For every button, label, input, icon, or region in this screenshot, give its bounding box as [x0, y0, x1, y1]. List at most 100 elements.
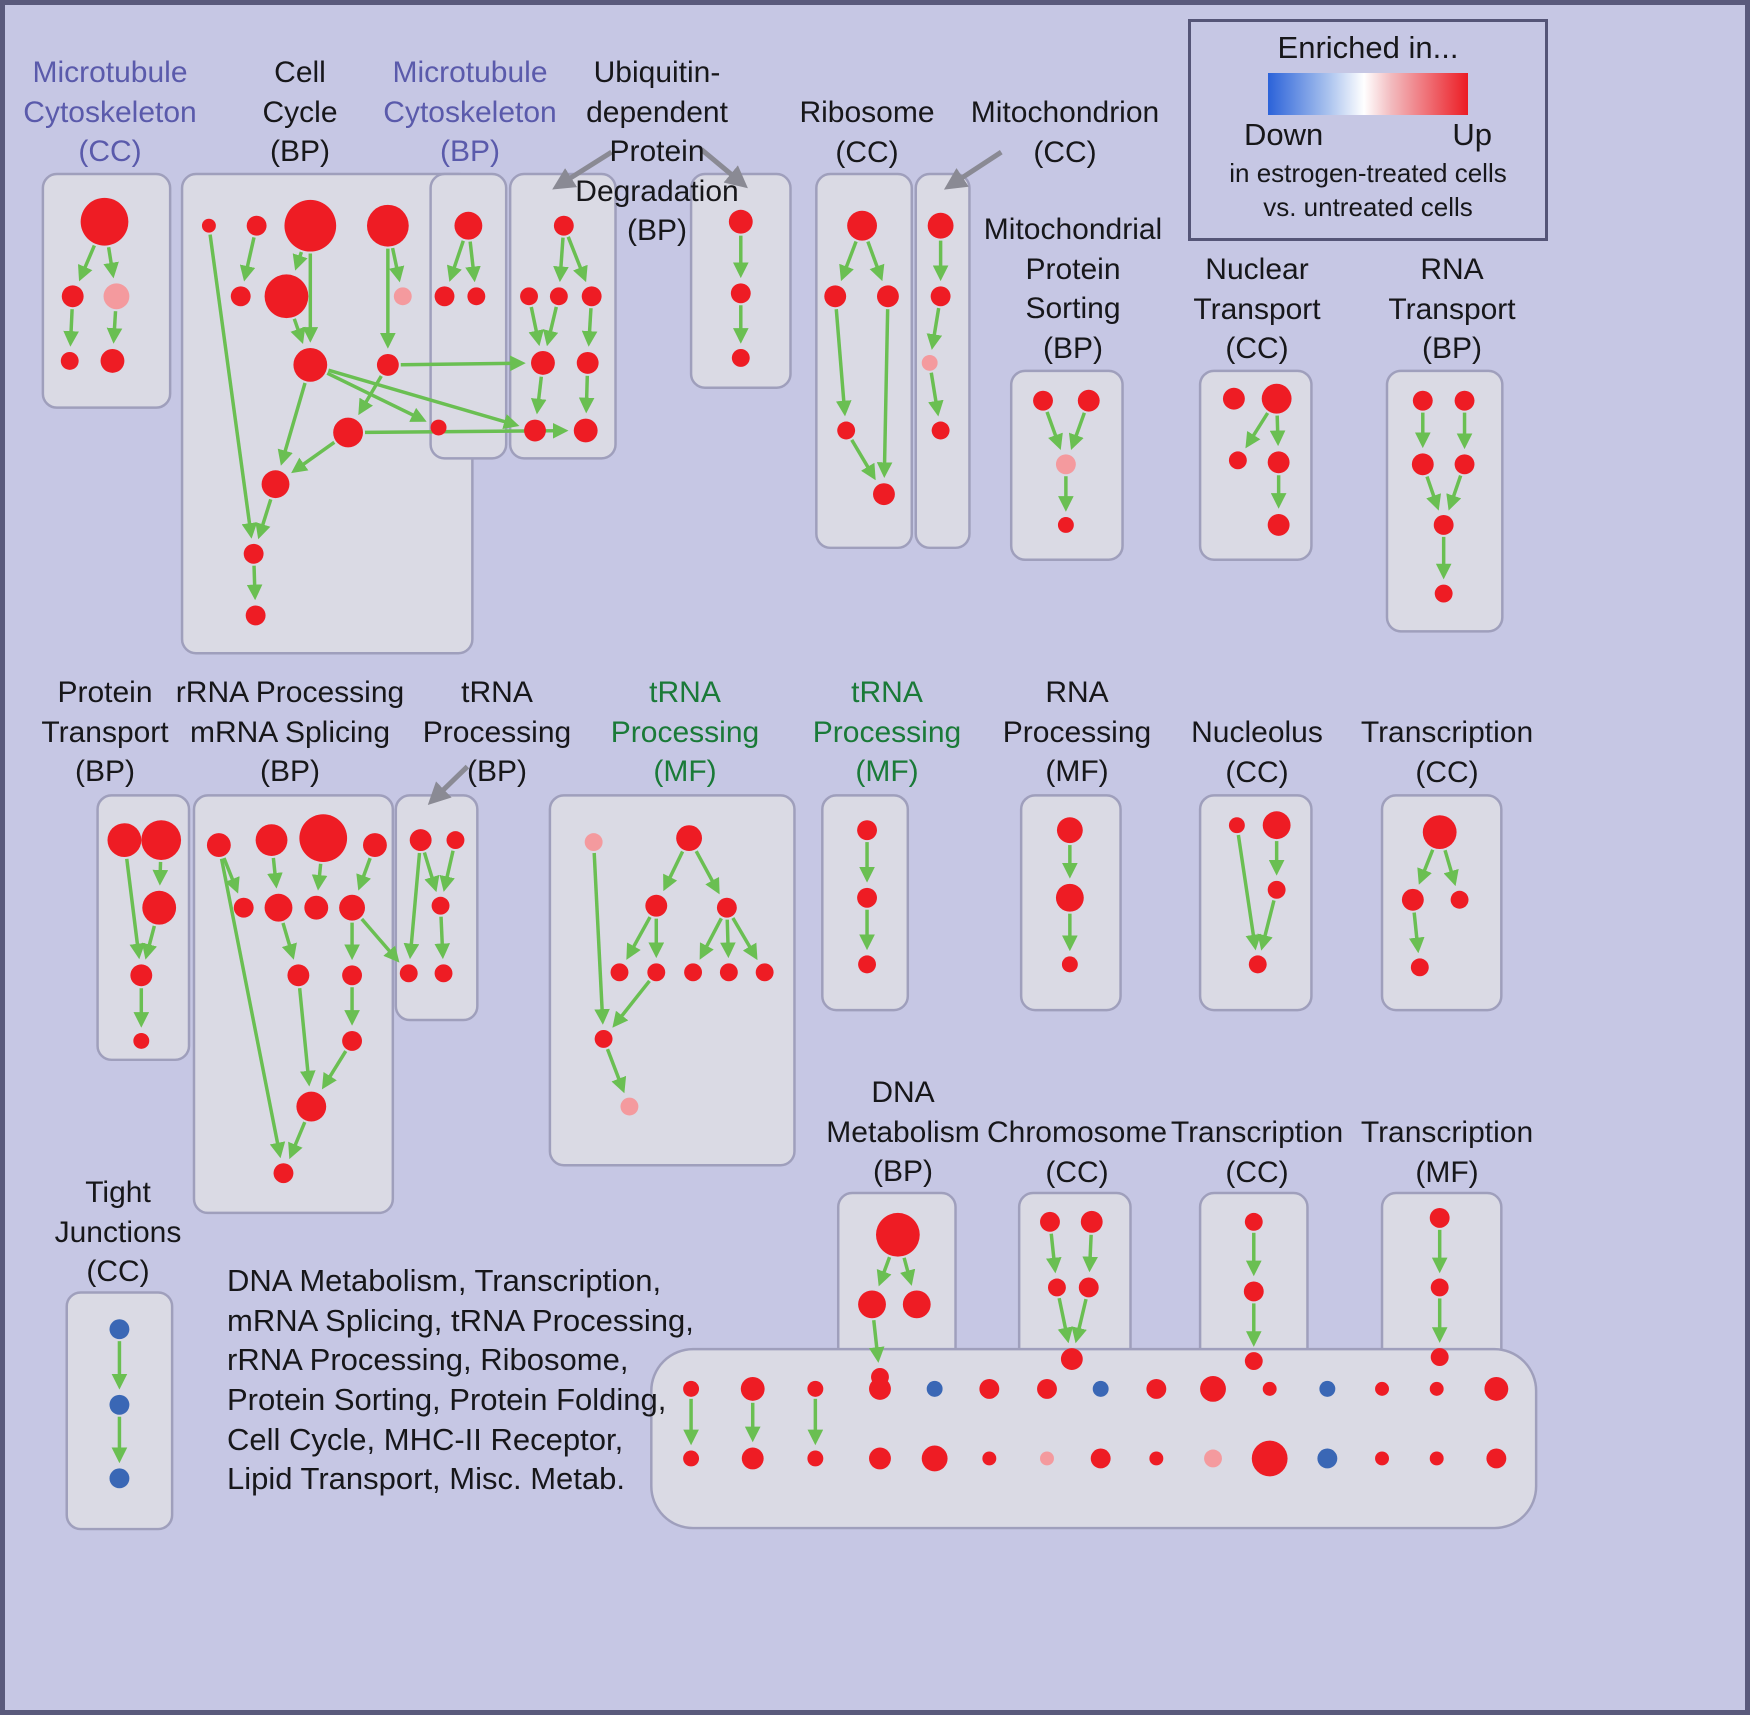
go-term-node	[1454, 390, 1475, 411]
go-term-node	[524, 419, 546, 442]
go-term-node	[230, 286, 251, 307]
go-term-node	[858, 955, 876, 974]
go-term-node	[430, 419, 447, 436]
edge-arrow	[1068, 412, 1087, 451]
go-term-node	[573, 418, 598, 443]
cluster-box-misc-clusters	[650, 1347, 1538, 1530]
go-term-node	[60, 351, 79, 370]
go-term-node	[549, 287, 568, 306]
go-term-node	[1061, 956, 1078, 973]
go-term-node	[610, 963, 629, 982]
go-term-node	[584, 833, 603, 852]
edge-arrow	[291, 440, 336, 474]
go-term-node	[719, 963, 738, 982]
go-term-node	[206, 833, 231, 858]
edge-arrow	[839, 240, 858, 282]
edge-arrow	[400, 355, 526, 372]
edge-arrow	[1082, 1234, 1098, 1273]
cluster-box-transcription-cc-mid	[1380, 794, 1503, 1012]
go-term-node	[740, 1376, 765, 1401]
go-term-node	[1375, 1451, 1389, 1466]
go-term-node	[109, 1394, 130, 1415]
go-term-node	[858, 1290, 886, 1319]
edge-arrows	[63, 147, 1473, 1464]
go-term-node	[1412, 390, 1433, 411]
go-term-node	[103, 283, 130, 310]
go-term-node	[1484, 1376, 1509, 1401]
go-term-node	[264, 274, 309, 319]
edge-arrow	[152, 861, 169, 886]
go-term-node	[339, 894, 365, 921]
cluster-box-nucleolus-cc	[1198, 794, 1313, 1012]
go-term-node	[1248, 955, 1267, 974]
go-term-node	[245, 605, 266, 626]
go-term-node	[876, 285, 899, 308]
go-term-node	[930, 286, 951, 307]
edge-arrow	[868, 1320, 885, 1363]
go-term-node	[716, 897, 737, 918]
edge-arrow	[553, 237, 569, 283]
go-term-node	[201, 218, 216, 233]
edge-arrow	[866, 240, 885, 282]
go-term-node	[581, 286, 602, 307]
go-term-node	[1077, 389, 1100, 412]
go-term-node	[730, 283, 751, 304]
go-term-node	[1092, 1380, 1109, 1397]
go-term-node	[1060, 1348, 1083, 1370]
edge-arrow	[446, 240, 465, 282]
go-term-node	[399, 964, 418, 983]
go-term-node	[233, 897, 254, 918]
edge-arrow	[626, 916, 652, 960]
go-term-node	[409, 829, 432, 852]
edge-arrow	[219, 858, 286, 1159]
go-term-node	[520, 287, 538, 306]
legend-up-label: Up	[1452, 117, 1492, 152]
go-term-node	[1204, 1449, 1222, 1468]
go-term-node	[594, 1029, 613, 1048]
cluster-box-mitochondrion-cc	[914, 172, 971, 550]
edge-arrow	[699, 917, 723, 960]
network-diagram-canvas	[41, 147, 1538, 1531]
go-term-node	[376, 353, 399, 376]
go-term-node	[741, 1447, 764, 1470]
cluster-box-microtubule-bp	[429, 172, 508, 460]
edge-arrow	[208, 234, 258, 539]
go-term-node	[731, 348, 750, 367]
go-term-node	[531, 350, 555, 375]
cluster-box-cell-cycle-bp	[180, 172, 474, 655]
edge-arrow	[578, 375, 595, 414]
edge-arrow	[327, 368, 520, 430]
go-term-node	[109, 1319, 130, 1340]
go-term-node	[1146, 1378, 1167, 1399]
edge-arrow	[246, 565, 263, 601]
legend-gradient-bar	[1268, 73, 1468, 115]
label-pointer-arrow	[699, 147, 748, 189]
go-term-node	[1317, 1448, 1338, 1469]
edge-arrow	[850, 439, 876, 481]
go-term-node	[1056, 817, 1083, 844]
go-term-node	[620, 1097, 639, 1116]
edge-arrow	[1057, 1297, 1074, 1344]
cluster-box-nuclear-transport-cc	[1198, 369, 1313, 561]
go-term-node	[273, 1163, 294, 1184]
go-term-node	[1262, 811, 1291, 840]
edge-arrow	[403, 852, 422, 960]
edge-arrow	[106, 311, 123, 344]
go-term-node	[243, 543, 264, 564]
edge-arrow	[465, 241, 481, 283]
edge-arrow	[530, 376, 547, 415]
go-term-node	[1055, 454, 1076, 475]
go-term-node	[1429, 1451, 1444, 1466]
go-term-node	[1047, 1278, 1066, 1297]
edge-arrow	[528, 306, 544, 347]
edge-arrow	[1425, 475, 1442, 511]
go-term-node	[255, 824, 288, 857]
go-term-node	[553, 215, 574, 236]
go-term-node	[1228, 451, 1247, 470]
go-term-node	[1430, 1348, 1449, 1367]
label-pointer-arrow	[552, 150, 613, 190]
go-term-node	[1375, 1381, 1389, 1396]
go-term-node	[61, 285, 84, 308]
go-term-node	[927, 212, 954, 239]
go-term-node	[264, 893, 293, 922]
